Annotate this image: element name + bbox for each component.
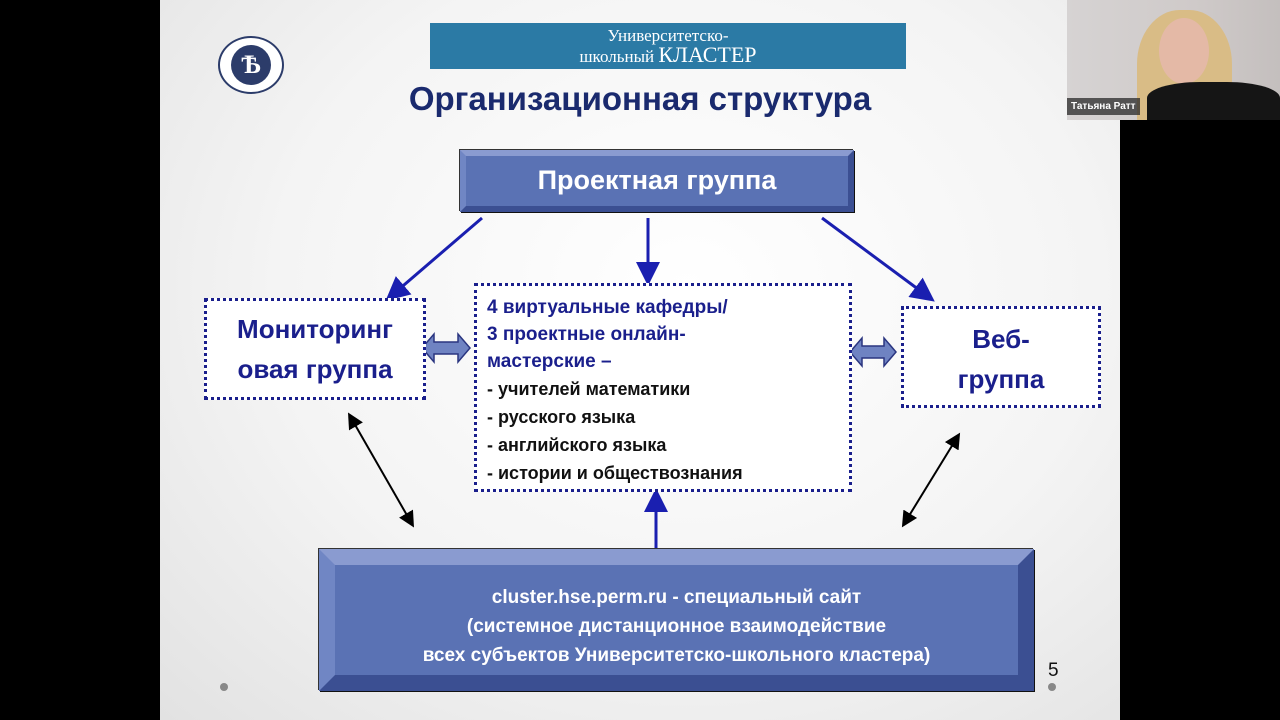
double-arrow-right — [849, 335, 897, 369]
arrow-web-site — [901, 432, 961, 528]
site-line: cluster.hse.perm.ru - специальный сайт — [491, 587, 862, 608]
page-number: 5 — [1048, 660, 1059, 681]
banner-line1: Университетско- — [607, 26, 729, 45]
website-box: cluster.hse.perm.ru - специальный сайт (… — [319, 549, 1034, 691]
web-line1: Веб- — [972, 324, 1030, 354]
participant-face — [1159, 18, 1209, 84]
center-heading: мастерские – — [487, 351, 612, 372]
participant-video[interactable]: Татьяна Ратт — [1067, 0, 1280, 120]
presentation-slide: Ѣ Университетско- школьный КЛАСТЕР Орган… — [160, 0, 1120, 720]
arrow-to-monitoring — [385, 216, 483, 301]
arrows — [348, 216, 961, 548]
double-arrow-left — [421, 331, 471, 365]
list-item: - истории и обществознания — [487, 463, 743, 483]
list-item: - английского языка — [487, 435, 667, 455]
web-line2: группа — [957, 364, 1045, 394]
arrow-monitoring-site — [348, 412, 414, 528]
site-line: всех субъектов Университетско-школьного … — [422, 645, 931, 666]
cluster-banner: Университетско- школьный КЛАСТЕР — [430, 23, 906, 69]
nav-dot — [1048, 683, 1056, 691]
site-line: (системное дистанционное взаимодействие — [466, 616, 887, 637]
banner-big: КЛАСТЕР — [658, 42, 757, 67]
monitoring-line2: овая группа — [237, 354, 393, 384]
virtual-departments-box: 4 виртуальные кафедры/ 3 проектные онлай… — [474, 283, 852, 492]
banner-line2: школьный КЛАСТЕР — [430, 42, 906, 67]
center-heading: 4 виртуальные кафедры/ — [487, 297, 728, 318]
slide-title: Организационная структура — [408, 80, 872, 117]
project-group-box: Проектная группа — [460, 150, 854, 212]
nav-dot — [220, 683, 228, 691]
center-heading: 3 проектные онлайн- — [487, 324, 686, 345]
banner-prefix: школьный — [579, 47, 659, 66]
participant-name: Татьяна Ратт — [1067, 98, 1140, 115]
hse-logo: Ѣ — [218, 36, 284, 94]
monitoring-line1: Мониторинг — [237, 314, 393, 344]
arrow-to-web — [821, 216, 935, 302]
list-item: - учителей математики — [487, 379, 691, 399]
web-group-box: Веб- группа — [901, 306, 1101, 408]
monitoring-group-box: Мониторинг овая группа — [204, 298, 426, 400]
participant-body — [1147, 82, 1280, 120]
list-item: - русского языка — [487, 407, 636, 427]
